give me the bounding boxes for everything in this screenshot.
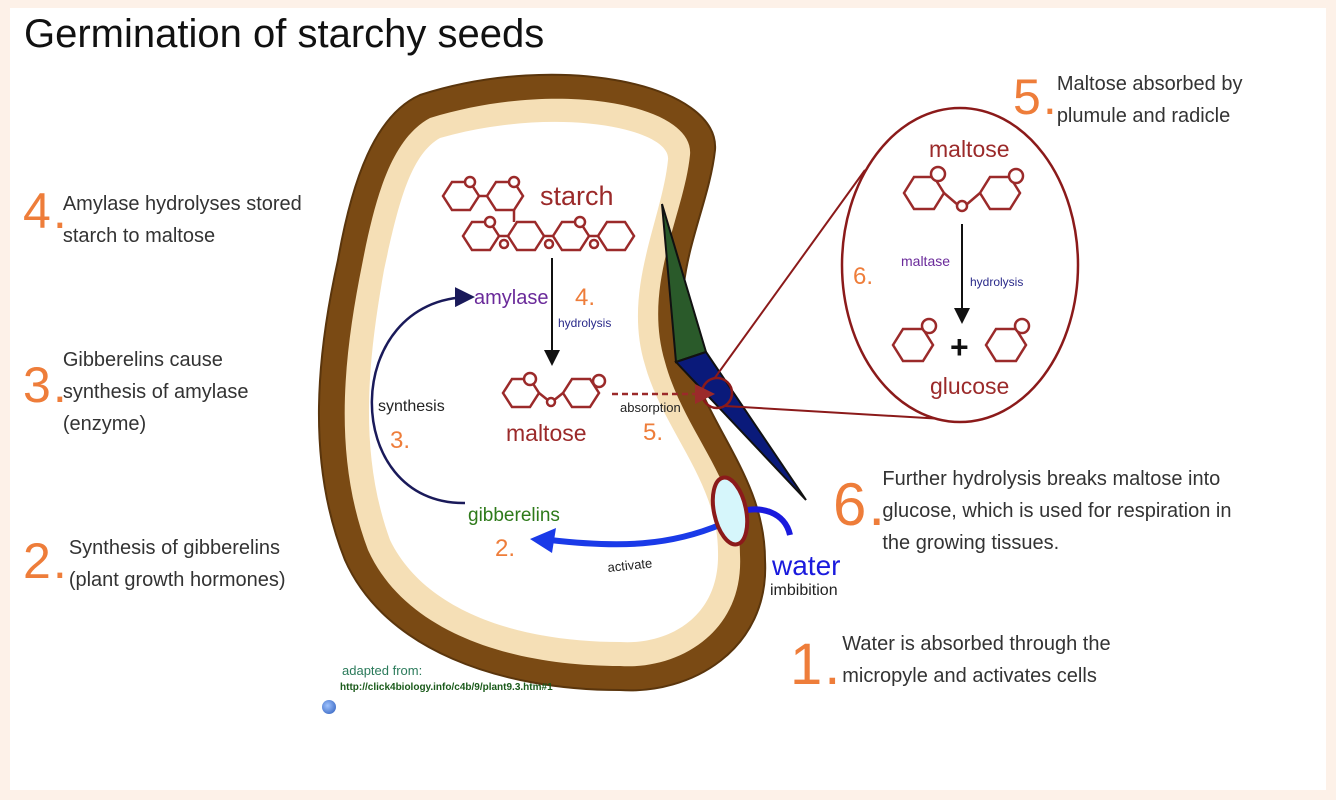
step-label-3: 3.	[390, 427, 410, 454]
germination-diagram: starch hydrolysis 4. amylase maltose abs…	[318, 73, 1080, 693]
slide: starch hydrolysis 4. amylase maltose abs…	[10, 8, 1326, 790]
credit-line2: http://click4biology.info/c4b/9/plant9.3…	[340, 682, 553, 693]
synthesis-label: synthesis	[378, 398, 445, 415]
step-label-6: 6.	[853, 263, 873, 290]
inset-maltose-molecule	[902, 165, 1025, 213]
step-label-4: 4.	[575, 284, 595, 311]
step-label-5: 5.	[643, 419, 663, 446]
step-6-number: 6	[833, 471, 867, 538]
step-2-text: Synthesis of gibberelins (plant growth h…	[68, 537, 286, 591]
maltose-label: maltose	[506, 420, 587, 446]
plus-sign: +	[950, 329, 969, 365]
hydrolysis-label: hydrolysis	[558, 316, 611, 330]
inset-hydrolysis-label: hydrolysis	[970, 275, 1023, 289]
step-5-text: Maltose absorbed by plumule and radicle	[1056, 73, 1243, 127]
zoom-line-bottom	[724, 405, 961, 421]
starch-molecule	[441, 175, 636, 252]
maltase-label: maltase	[901, 253, 950, 269]
step-label-2: 2.	[495, 535, 515, 562]
step-1: 1 . Water is absorbed through the microp…	[790, 628, 1111, 694]
step-5-number: 5	[1013, 69, 1041, 125]
maltose-molecule	[501, 371, 607, 409]
step-4-text: Amylase hydrolyses stored starch to malt…	[62, 193, 302, 247]
step-3-number: 3	[23, 357, 51, 413]
step-5-dot: .	[1042, 69, 1057, 125]
starch-label: starch	[540, 181, 614, 211]
zoom-line-top	[713, 169, 866, 380]
absorption-label: absorption	[620, 400, 681, 415]
micropyle	[710, 475, 750, 547]
amylase-label: amylase	[474, 287, 548, 309]
glucose-label: glucose	[930, 373, 1009, 399]
imbibition-label: imbibition	[770, 582, 838, 599]
step-1-number: 1	[790, 632, 823, 697]
inset-circle	[840, 106, 1080, 424]
activate-arrowhead	[530, 528, 556, 553]
step-6-text: Further hydrolysis breaks maltose into g…	[882, 468, 1232, 554]
step-6: 6 . Further hydrolysis breaks maltose in…	[833, 463, 1231, 559]
step-2-dot: .	[52, 533, 67, 589]
step-1-dot: .	[824, 632, 841, 697]
step-4-number: 4	[23, 183, 51, 239]
credit-line1: adapted from:	[342, 663, 422, 678]
step-2-number: 2	[23, 533, 51, 589]
synthesis-arrow	[370, 287, 475, 505]
step-4-dot: .	[52, 183, 67, 239]
gibberelins-label: gibberelins	[468, 505, 560, 526]
step-3: 3 . Gibberelins cause synthesis of amyla…	[23, 344, 248, 440]
seed-endosperm	[368, 121, 719, 643]
step-3-text: Gibberelins cause synthesis of amylase (…	[62, 349, 249, 435]
step-2: 2 . Synthesis of gibberelins (plant grow…	[23, 532, 286, 596]
inset-maltose-label: maltose	[929, 136, 1010, 162]
activate-label: activate	[607, 555, 653, 575]
glucose-molecules	[891, 317, 1031, 363]
water-label: water	[771, 550, 840, 581]
step-6-dot: .	[868, 471, 886, 538]
step-4: 4 . Amylase hydrolyses stored starch to …	[23, 183, 302, 252]
step-3-dot: .	[52, 357, 67, 413]
page-title: Germination of starchy seeds	[24, 12, 545, 56]
globe-icon	[322, 700, 336, 714]
step-5: 5 . Maltose absorbed by plumule and radi…	[1013, 68, 1242, 132]
step-1-text: Water is absorbed through the micropyle …	[842, 633, 1111, 687]
activate-arrow	[549, 521, 724, 548]
